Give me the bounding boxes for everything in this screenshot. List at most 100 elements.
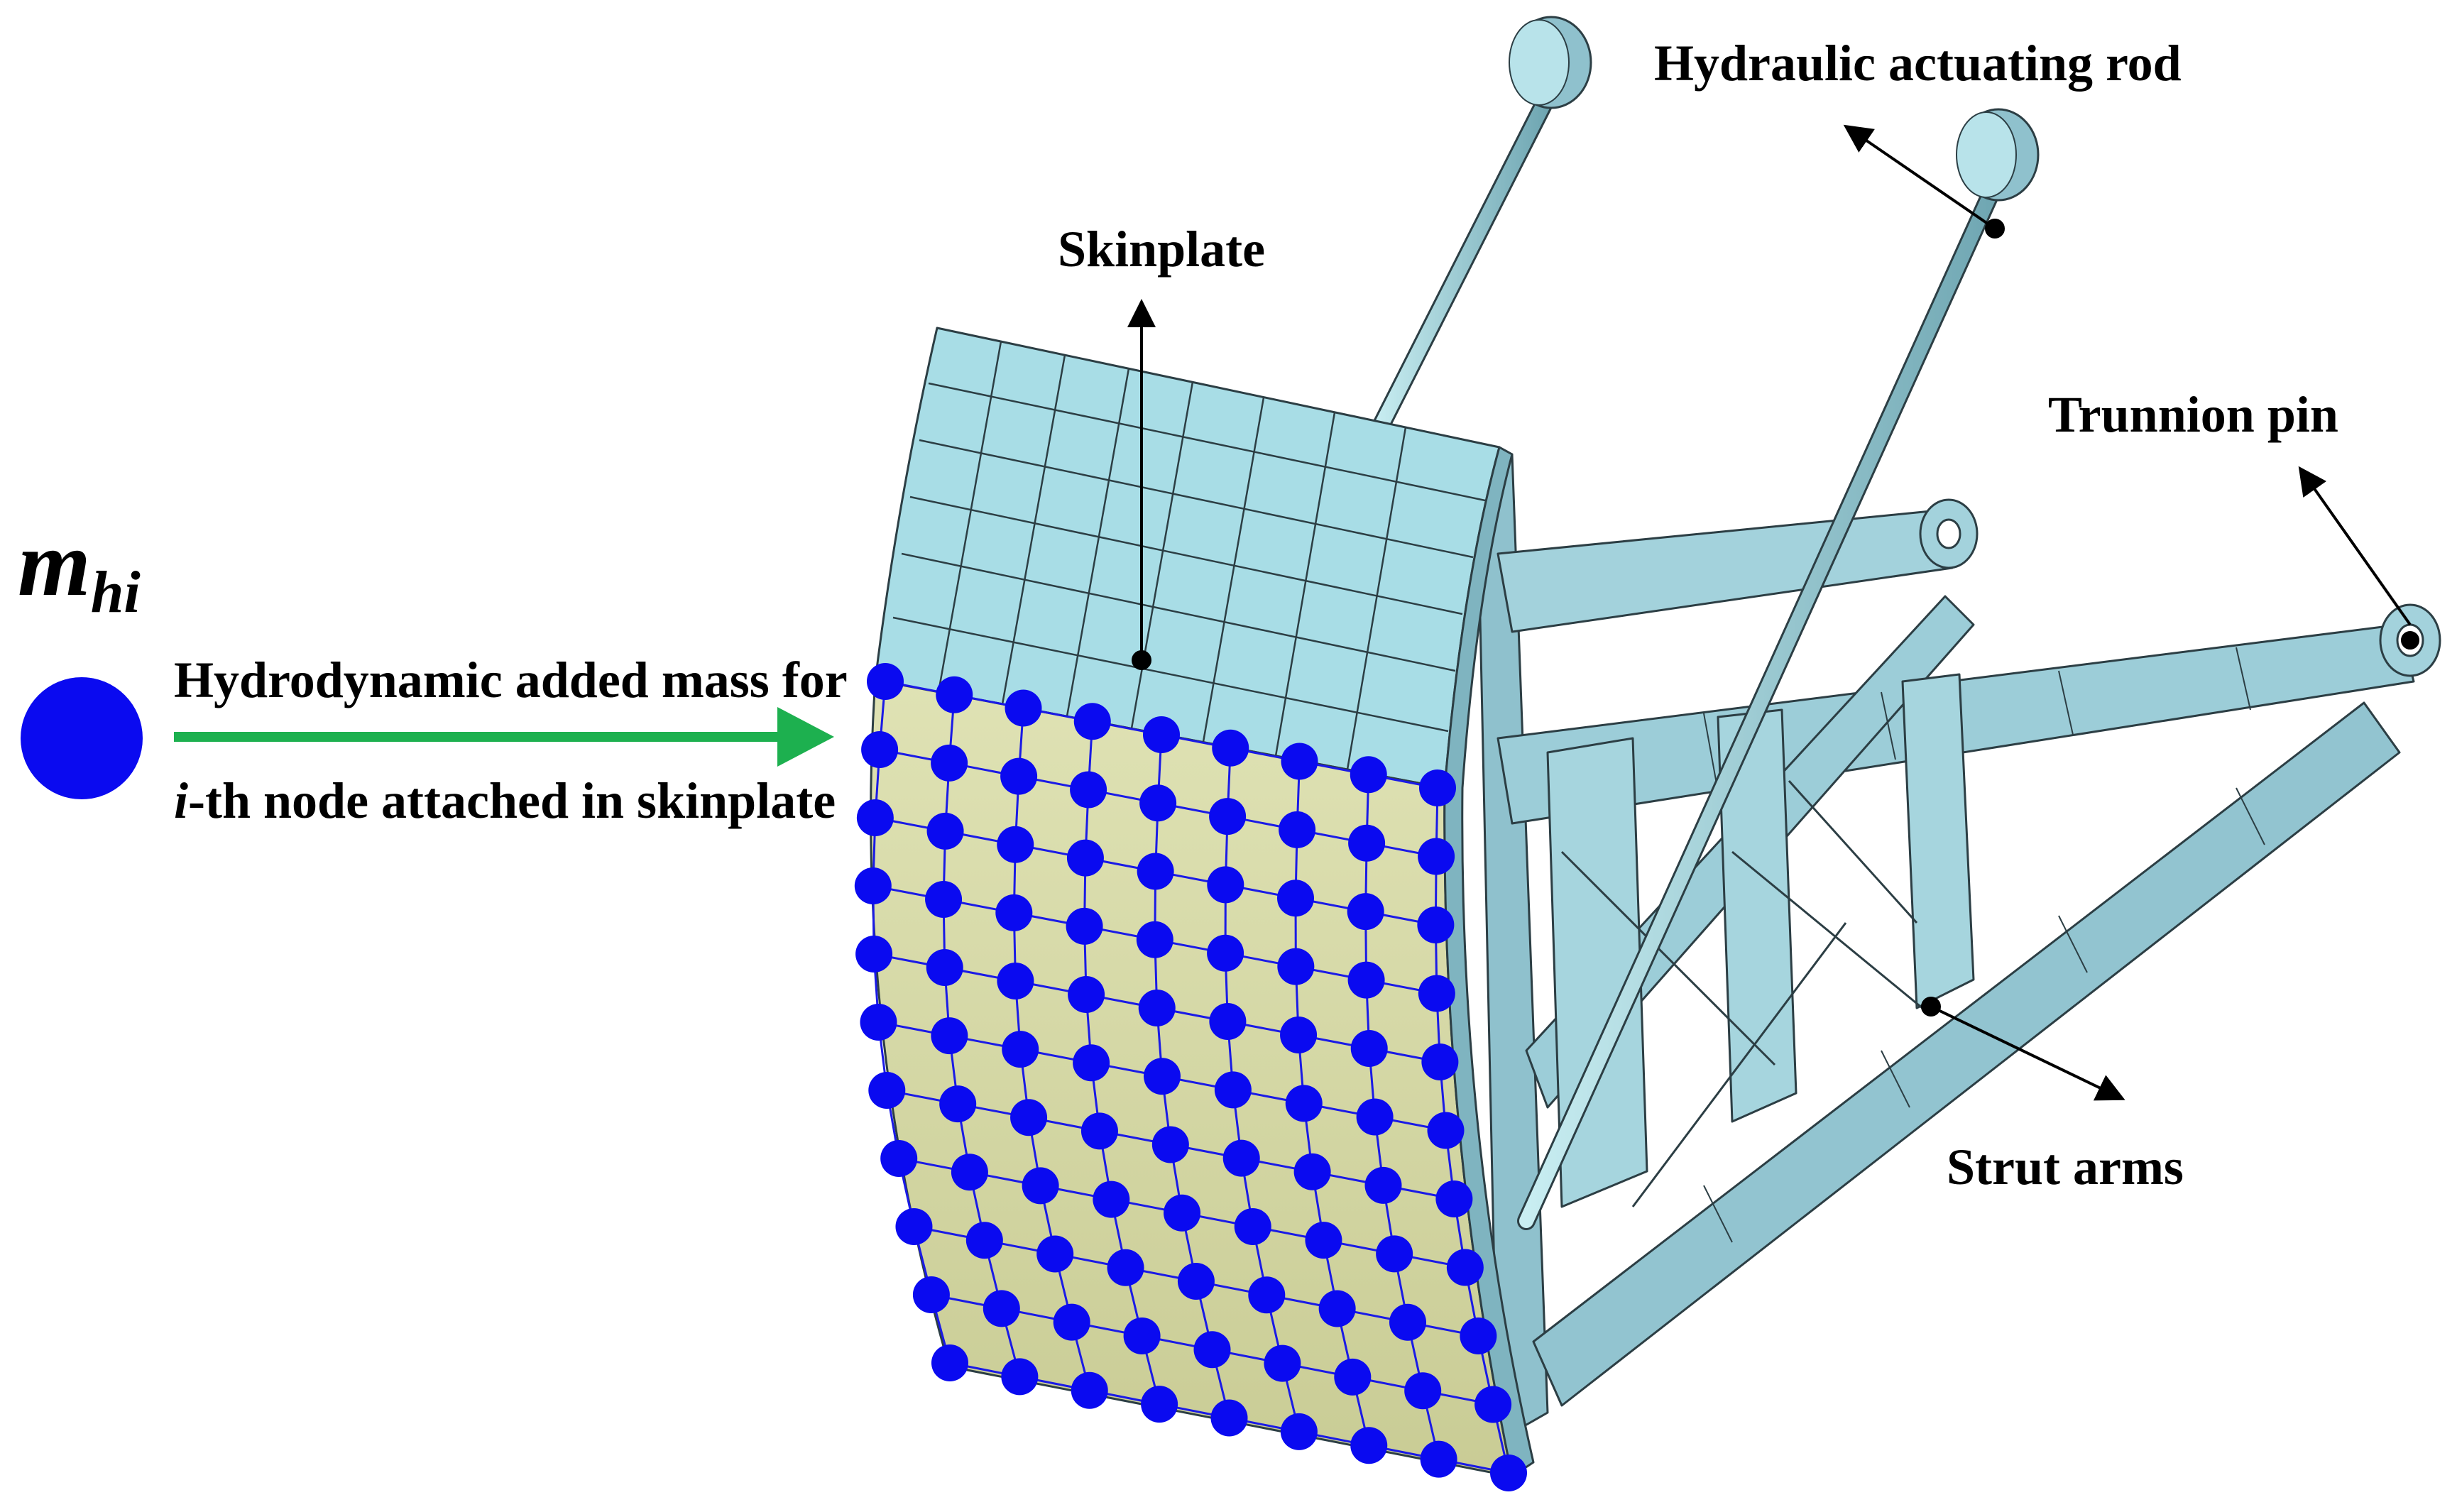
added-mass-node xyxy=(1404,1372,1442,1410)
added-mass-node xyxy=(1350,1427,1388,1464)
added-mass-node xyxy=(1417,906,1455,943)
added-mass-node xyxy=(1356,1098,1394,1136)
added-mass-node xyxy=(1420,1440,1457,1478)
skinplate-upper-grid xyxy=(892,341,1486,770)
added-mass-node xyxy=(1347,893,1384,931)
strut-arms-frame xyxy=(1475,453,2415,1442)
hydraulic-rod-label: Hydraulic actuating rod xyxy=(1654,35,2182,92)
added-mass-node xyxy=(1005,689,1042,727)
added-mass-node xyxy=(983,1290,1020,1327)
skinplate xyxy=(870,327,1535,1478)
added-mass-label-line1: Hydrodynamic added mass for xyxy=(174,652,848,708)
main-lower-arm xyxy=(1532,701,2401,1407)
skinplate-label: Skinplate xyxy=(1058,221,1265,278)
cross-brace-a xyxy=(1560,850,1776,1066)
added-mass-node xyxy=(1350,756,1387,794)
added-mass-node xyxy=(1435,1180,1473,1217)
added-mass-node xyxy=(1136,921,1173,958)
callout-arrows xyxy=(1127,124,2419,1101)
cross-brace-c xyxy=(1788,779,1918,924)
cross-brace-b xyxy=(1731,850,1932,1017)
added-mass-node xyxy=(1053,1303,1090,1341)
added-mass-node xyxy=(1418,838,1455,875)
added-mass-node xyxy=(1137,853,1174,890)
added-mass-node xyxy=(1419,769,1456,806)
added-mass-node xyxy=(1364,1166,1402,1204)
added-mass-node xyxy=(1376,1235,1413,1273)
arm-segment-lines xyxy=(1703,647,2265,1243)
added-mass-node xyxy=(912,1276,950,1313)
added-mass-node xyxy=(1107,1249,1144,1286)
added-mass-node xyxy=(1280,1413,1318,1450)
added-mass-node xyxy=(1066,839,1104,877)
added-mass-node xyxy=(1071,1371,1108,1409)
added-mass-node xyxy=(951,1154,988,1191)
added-mass-node xyxy=(1164,1194,1201,1232)
added-mass-node xyxy=(965,1222,1003,1259)
added-mass-node xyxy=(1207,934,1244,972)
added-mass-node xyxy=(880,1140,918,1177)
added-mass-node xyxy=(1209,1003,1247,1040)
added-mass-node xyxy=(1474,1386,1512,1423)
hydraulic-rod-front xyxy=(1517,108,2040,1230)
added-mass-node xyxy=(1214,1071,1252,1109)
added-mass-node xyxy=(1010,1099,1048,1136)
added-mass-node xyxy=(1073,703,1111,740)
added-mass-node xyxy=(1177,1263,1215,1300)
added-mass-node xyxy=(926,812,964,850)
added-mass-node xyxy=(1036,1235,1074,1273)
added-mass-node xyxy=(1460,1317,1497,1354)
trunnion-pin-rear xyxy=(1919,498,1979,569)
added-mass-node xyxy=(855,936,893,973)
added-mass-node xyxy=(1222,1139,1260,1177)
added-mass-node xyxy=(997,826,1034,863)
added-mass-node xyxy=(1305,1222,1342,1259)
trunnion-pin-label: Trunnion pin xyxy=(2048,386,2338,443)
added-mass-node xyxy=(1144,1058,1181,1095)
added-mass-node xyxy=(1139,784,1177,822)
added-mass-node xyxy=(925,880,963,918)
added-mass-node xyxy=(1280,1017,1318,1053)
added-mass-node xyxy=(1193,1331,1231,1369)
added-mass-node xyxy=(1138,990,1176,1026)
added-mass-node xyxy=(1066,907,1103,945)
added-mass-node xyxy=(1070,771,1107,809)
added-mass-node xyxy=(1389,1303,1427,1341)
added-mass-node xyxy=(1234,1207,1271,1245)
added-mass-node xyxy=(1293,1153,1331,1190)
added-mass-node xyxy=(1334,1358,1372,1396)
added-mass-node xyxy=(1210,1399,1248,1437)
cross-brace-d xyxy=(1631,922,1847,1207)
added-mass-node xyxy=(936,676,973,713)
added-mass-label-line2: i-th node attached in skinplate xyxy=(174,772,836,829)
vertical-brace-1 xyxy=(1546,737,1648,1208)
trunnion-pin-pointer xyxy=(2298,466,2412,626)
added-mass-node xyxy=(1285,1085,1323,1122)
added-mass-node xyxy=(1080,1112,1118,1150)
added-mass-node xyxy=(1212,729,1249,767)
strut-arms-label: Strut arms xyxy=(1947,1139,2184,1195)
added-mass-node xyxy=(1141,1386,1178,1423)
added-mass-node xyxy=(1281,743,1318,780)
added-mass-node xyxy=(1248,1276,1286,1314)
added-mass-node xyxy=(1350,1030,1388,1067)
added-mass-node xyxy=(861,731,899,768)
added-mass-node-legend xyxy=(21,677,143,799)
added-mass-node xyxy=(1073,1044,1110,1082)
node-mesh xyxy=(854,663,1527,1491)
added-mass-node xyxy=(1347,961,1385,999)
hydraulic-rod-pointer xyxy=(1843,124,1996,230)
added-mass-node xyxy=(1207,866,1244,904)
added-mass-node xyxy=(1421,1043,1459,1080)
added-mass-node xyxy=(1001,1358,1039,1396)
vertical-brace-3 xyxy=(1901,673,1975,1009)
added-mass-node xyxy=(1123,1317,1161,1354)
added-mass-node xyxy=(1277,948,1315,985)
strut-arms-pointer xyxy=(1930,1005,2125,1101)
added-mass-node xyxy=(860,1004,897,1041)
added-mass-node xyxy=(995,894,1033,931)
added-mass-node xyxy=(1490,1455,1527,1491)
added-mass-node xyxy=(1446,1249,1484,1286)
added-mass-node xyxy=(868,1072,906,1109)
